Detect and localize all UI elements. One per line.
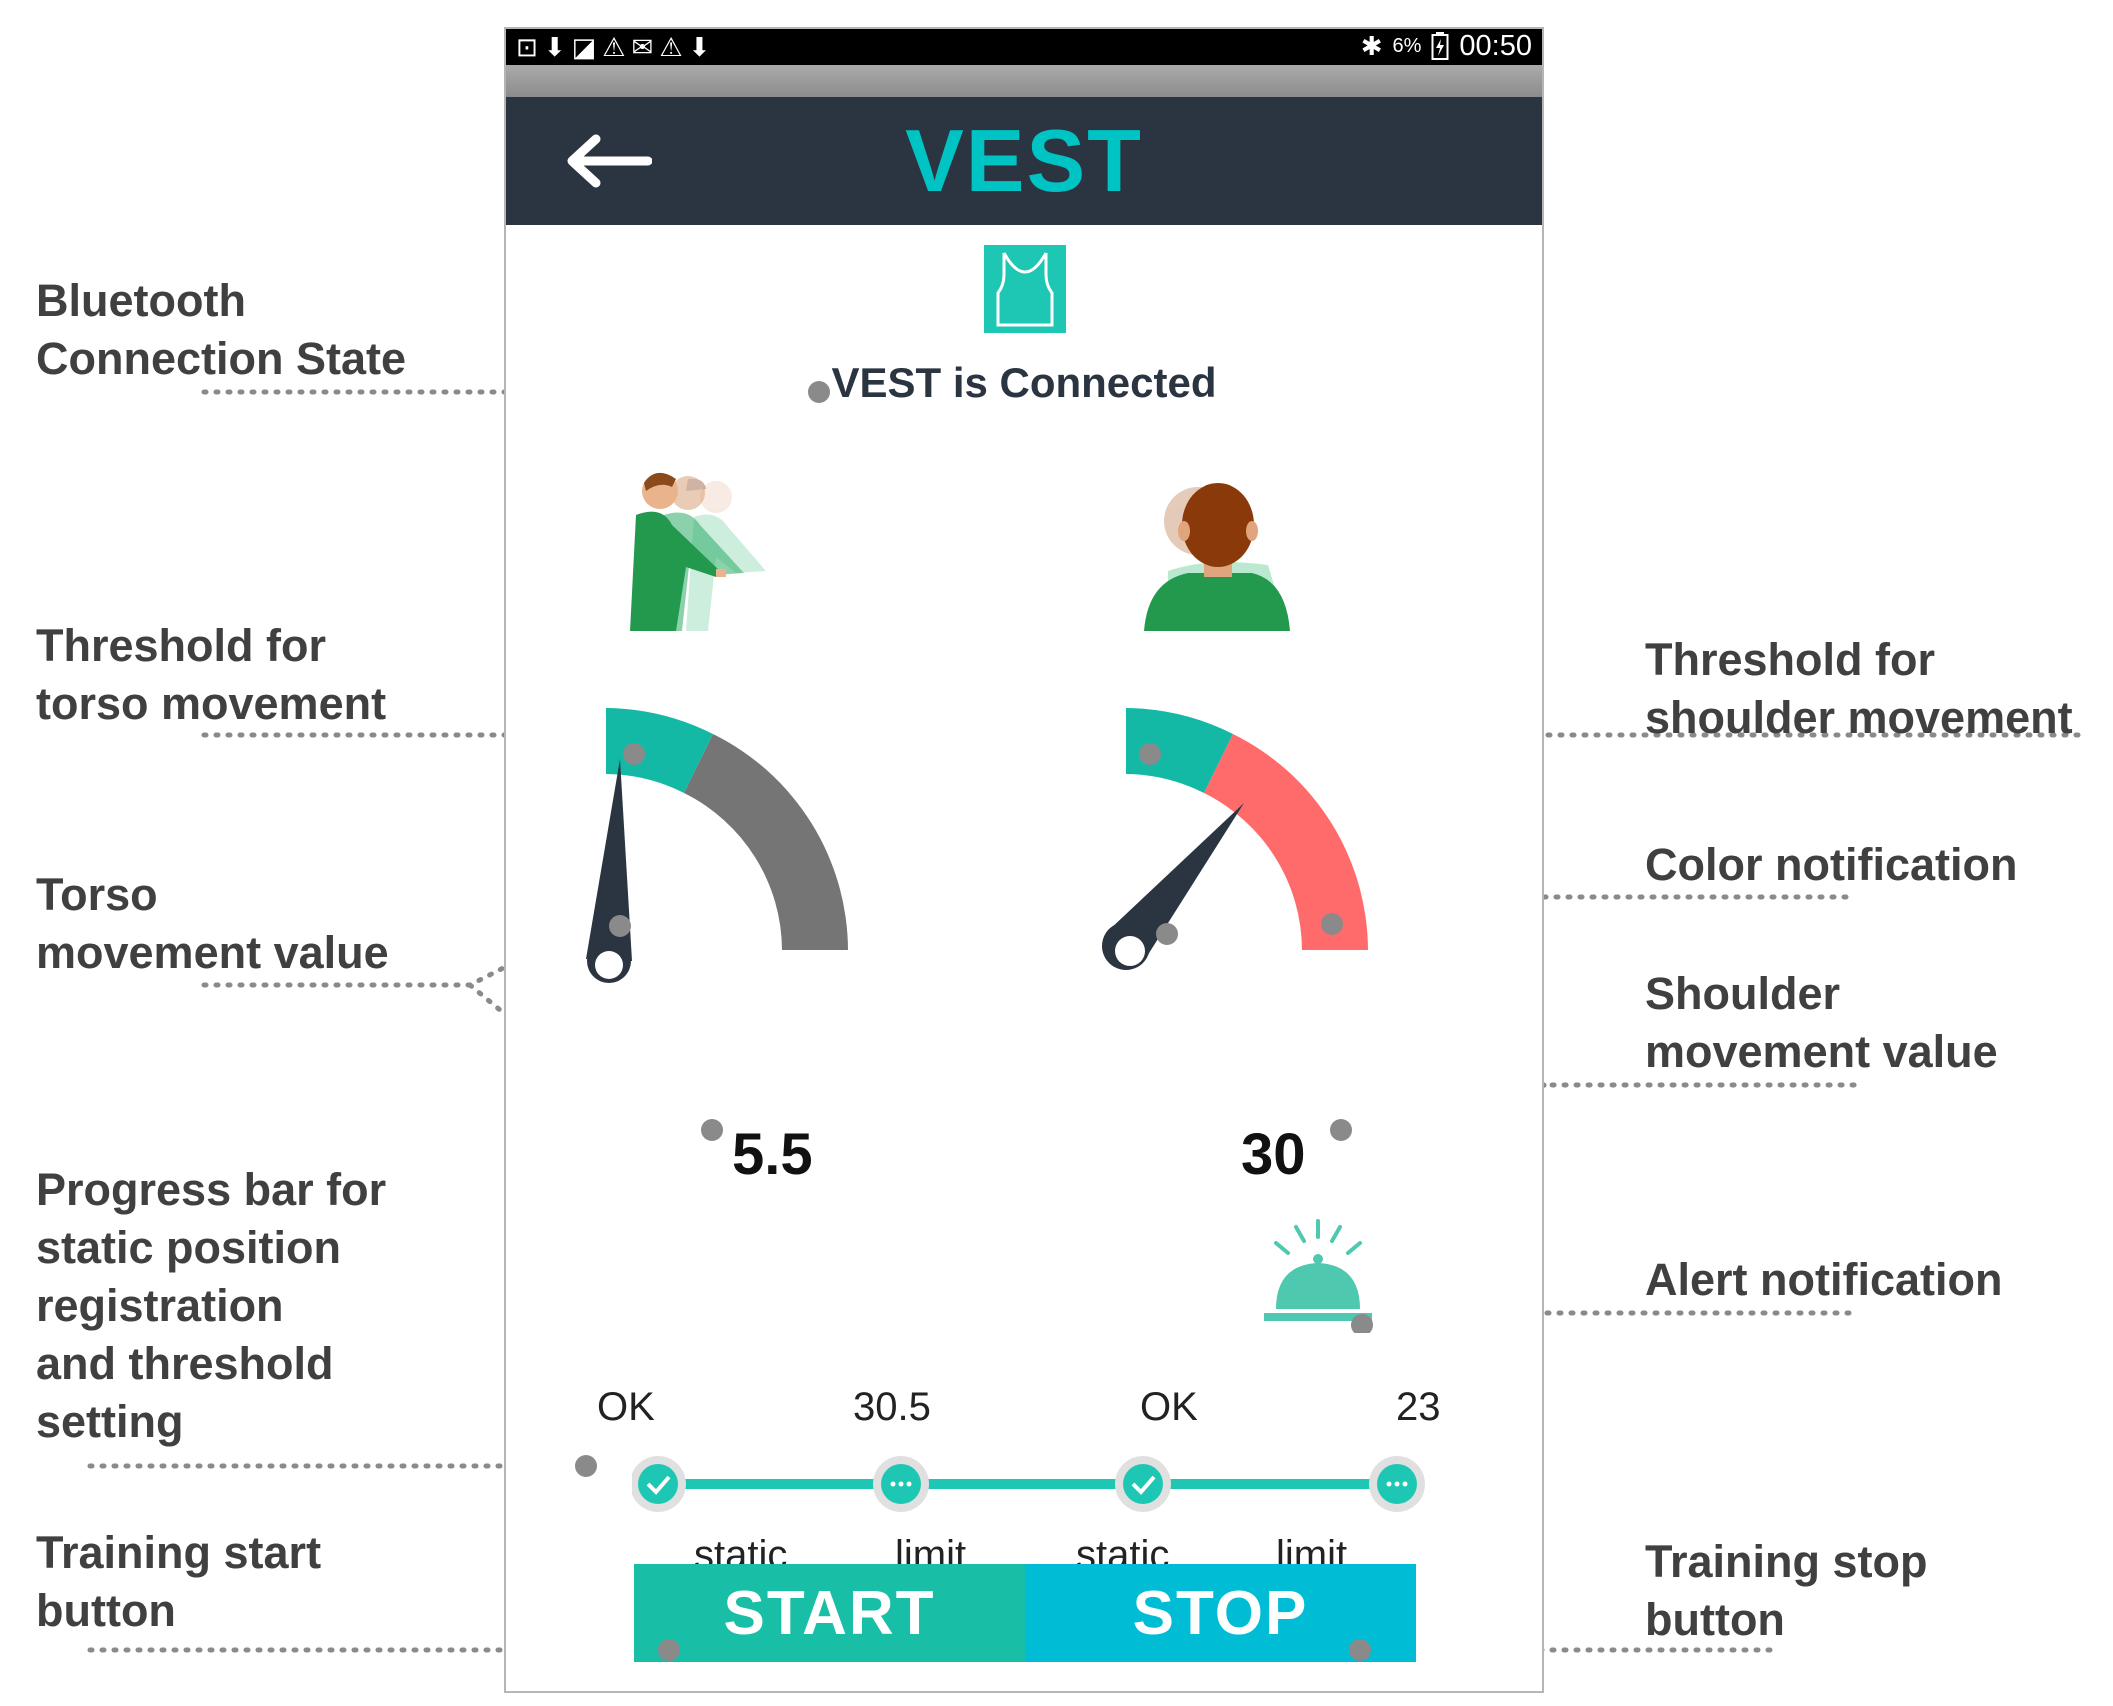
- marker-dot: [623, 743, 645, 765]
- marker-dot: [1321, 913, 1343, 935]
- progress-top-label: 30.5: [853, 1385, 931, 1429]
- progress-stepper: [632, 1456, 1425, 1512]
- annotation-line: Bluetooth: [36, 275, 246, 326]
- torso-movement-icon: [630, 472, 766, 631]
- annotation-line: shoulder movement: [1645, 692, 2073, 743]
- annotation-line: Progress bar for: [36, 1164, 387, 1215]
- annotation-line: Color notification: [1645, 839, 2018, 890]
- torso-gauge: [586, 708, 848, 983]
- battery-icon: [1431, 32, 1449, 60]
- annotation-stop-button: Training stop button: [1645, 1533, 1928, 1649]
- annotation-color-notification: Color notification: [1645, 836, 2017, 894]
- status-bar-shadow: [506, 65, 1542, 97]
- annotation-line: Alert notification: [1645, 1254, 2003, 1305]
- progress-top-label: OK: [597, 1385, 655, 1429]
- annotation-bluetooth-state: Bluetooth Connection State: [36, 272, 406, 388]
- status-bar: ⊡⬇◪⚠✉⚠⬇ ✱ 6% 00:50: [506, 29, 1542, 65]
- annotation-line: Threshold for: [1645, 634, 1935, 685]
- leader-torso-value-b: [467, 982, 715, 1133]
- marker-dot: [609, 915, 631, 937]
- notification-icons: ⊡⬇◪⚠✉⚠⬇: [516, 32, 717, 62]
- annotation-line: and threshold: [36, 1338, 334, 1389]
- bluetooth-icon: ✱: [1360, 31, 1383, 61]
- app-bar: VEST: [506, 97, 1542, 225]
- annotation-shoulder-threshold: Threshold for shoulder movement: [1645, 631, 2073, 747]
- marker-dot: [1351, 1314, 1373, 1333]
- annotation-line: Training stop: [1645, 1536, 1928, 1587]
- status-indicators: ✱ 6% 00:50: [1361, 30, 1532, 62]
- annotation-line: Training start: [36, 1527, 322, 1578]
- step-limit[interactable]: [873, 1456, 929, 1512]
- annotation-line: button: [36, 1585, 176, 1636]
- annotation-progress-bar: Progress bar for static position registr…: [36, 1161, 386, 1451]
- shoulder-needle: [1102, 803, 1244, 970]
- shoulder-movement-icon: [1144, 483, 1290, 631]
- annotation-line: static position: [36, 1222, 342, 1273]
- back-arrow-icon[interactable]: [562, 133, 652, 189]
- annotation-line: setting: [36, 1396, 184, 1447]
- annotation-line: registration: [36, 1280, 284, 1331]
- vest-icon: [984, 245, 1066, 333]
- annotation-line: Shoulder: [1645, 968, 1841, 1019]
- shoulder-alert-arc: [1204, 734, 1368, 950]
- shoulder-movement-value: 30: [1241, 1122, 1306, 1187]
- annotation-line: Connection State: [36, 333, 407, 384]
- annotation-torso-value: Torso movement value: [36, 866, 389, 982]
- annotation-line: torso movement: [36, 678, 387, 729]
- bell-icon: [1264, 1219, 1373, 1333]
- annotation-line: movement value: [1645, 1026, 1998, 1077]
- connection-status: VEST is Connected: [831, 359, 1217, 406]
- annotation-shoulder-value: Shoulder movement value: [1645, 965, 1998, 1081]
- progress-top-label: OK: [1140, 1385, 1198, 1429]
- annotation-line: button: [1645, 1594, 1785, 1645]
- step-limit[interactable]: [1369, 1456, 1425, 1512]
- step-static-ok[interactable]: [1115, 1456, 1171, 1512]
- annotation-line: Threshold for: [36, 620, 326, 671]
- marker-dot: [1156, 923, 1178, 945]
- annotation-torso-threshold: Threshold for torso movement: [36, 617, 386, 733]
- start-button[interactable]: START: [634, 1564, 1025, 1662]
- annotation-line: Torso: [36, 869, 158, 920]
- shoulder-gauge: [1102, 708, 1368, 970]
- phone-screen: ⊡⬇◪⚠✉⚠⬇ ✱ 6% 00:50 VEST VEST is Connecte…: [504, 27, 1544, 1693]
- annotation-start-button: Training start button: [36, 1524, 321, 1640]
- step-static-ok[interactable]: [632, 1456, 686, 1512]
- annotation-alert-notification: Alert notification: [1645, 1251, 2003, 1309]
- marker-dot: [1139, 743, 1161, 765]
- torso-needle: [586, 759, 632, 983]
- battery-level: 6%: [1392, 35, 1422, 57]
- torso-threshold-arc: [606, 708, 713, 793]
- stop-button[interactable]: STOP: [1025, 1564, 1416, 1662]
- annotation-line: movement value: [36, 927, 389, 978]
- torso-remaining-arc: [684, 734, 848, 950]
- progress-top-label: 23: [1396, 1385, 1441, 1429]
- torso-movement-value: 5.5: [732, 1122, 813, 1187]
- clock: 00:50: [1459, 30, 1532, 62]
- app-title: VEST: [905, 111, 1143, 210]
- shoulder-threshold-arc: [1126, 708, 1233, 793]
